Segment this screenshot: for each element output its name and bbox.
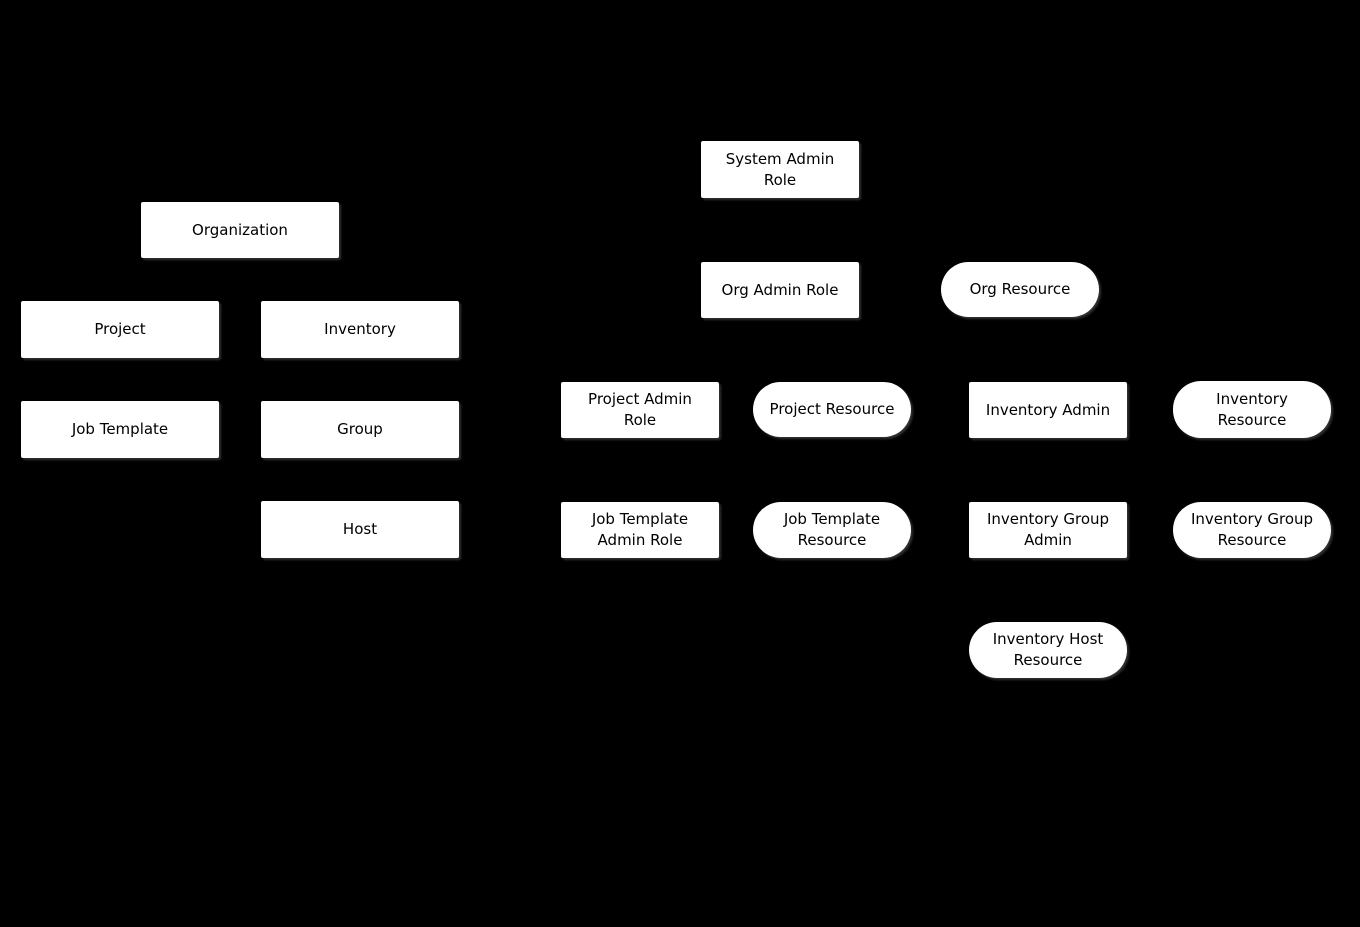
- node-system-admin-role: System Admin Role: [701, 141, 859, 198]
- node-inventory-group-resource: Inventory Group Resource: [1173, 502, 1331, 558]
- node-project-admin-role: Project Admin Role: [561, 382, 719, 438]
- node-job-template-admin-role: Job Template Admin Role: [561, 502, 719, 558]
- node-org-admin-role: Org Admin Role: [701, 262, 859, 318]
- node-project: Project: [21, 301, 219, 358]
- node-inventory-admin: Inventory Admin: [969, 382, 1127, 438]
- node-inventory-group-admin: Inventory Group Admin: [969, 502, 1127, 558]
- node-project-resource: Project Resource: [753, 382, 911, 437]
- node-inventory: Inventory: [261, 301, 459, 358]
- node-org-resource: Org Resource: [941, 262, 1099, 317]
- node-host: Host: [261, 501, 459, 558]
- node-group: Group: [261, 401, 459, 458]
- node-organization: Organization: [141, 202, 339, 258]
- node-inventory-host-resource: Inventory Host Resource: [969, 622, 1127, 678]
- node-inventory-resource: Inventory Resource: [1173, 381, 1331, 438]
- node-job-template-resource: Job Template Resource: [753, 502, 911, 558]
- node-job-template: Job Template: [21, 401, 219, 458]
